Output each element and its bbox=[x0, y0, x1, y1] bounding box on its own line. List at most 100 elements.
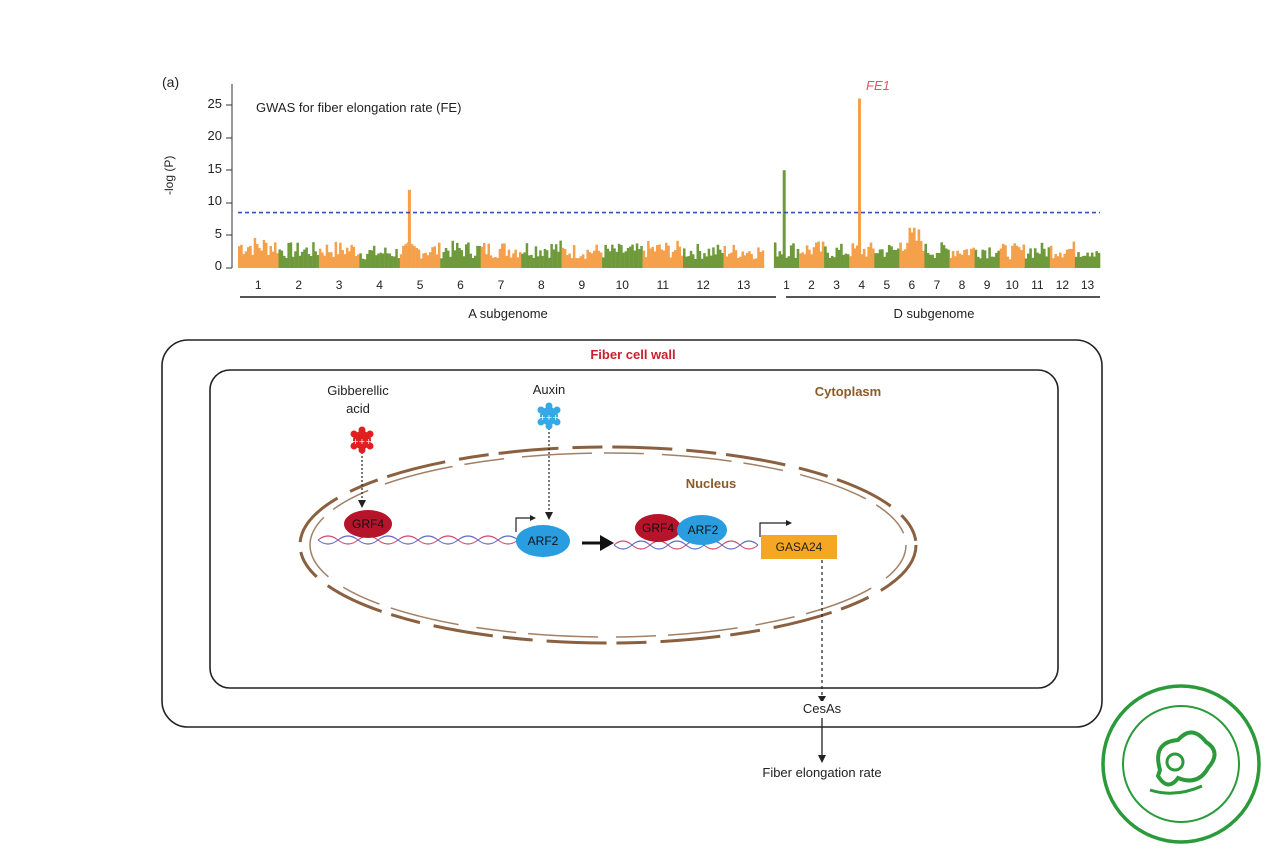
gasa24-gene-box: GASA24 bbox=[761, 535, 837, 559]
y-tick-label: 0 bbox=[214, 258, 222, 273]
manhattan-snp-bar bbox=[1031, 257, 1035, 268]
chromosome-label: 6 bbox=[457, 278, 464, 292]
manhattan-snp-bar bbox=[853, 248, 857, 268]
y-axis bbox=[226, 84, 233, 269]
manhattan-snp-bar bbox=[615, 251, 619, 268]
manhattan-snp-bar bbox=[981, 249, 984, 268]
manhattan-snp-bar bbox=[422, 253, 425, 268]
manhattan-snp-bar bbox=[253, 238, 257, 268]
manhattan-snp-bar bbox=[1036, 252, 1039, 268]
manhattan-snp-bar bbox=[1068, 248, 1071, 268]
chromosome-label: 13 bbox=[1080, 278, 1095, 292]
manhattan-snp-bar bbox=[602, 257, 605, 268]
manhattan-snp-bar bbox=[449, 256, 452, 268]
manhattan-snp-bar bbox=[238, 246, 241, 268]
manhattan-snp-bar bbox=[242, 254, 245, 268]
manhattan-snp-bar bbox=[683, 248, 686, 268]
manhattan-snp-bar bbox=[669, 257, 672, 268]
manhattan-snp-bar bbox=[395, 249, 398, 268]
manhattan-snp-bar bbox=[599, 252, 603, 268]
chromosome-label: 8 bbox=[538, 278, 545, 292]
chromosome-label: 12 bbox=[696, 278, 710, 292]
manhattan-snp-bar bbox=[510, 257, 513, 268]
manhattan-snp-bar bbox=[812, 247, 816, 268]
manhattan-snp-bar bbox=[835, 247, 839, 268]
manhattan-snp-bar bbox=[970, 248, 973, 268]
manhattan-snp-bar bbox=[1072, 241, 1076, 268]
manhattan-snp-bar bbox=[712, 247, 715, 268]
manhattan-snp-bar bbox=[381, 253, 385, 268]
y-axis-label: -log (P) bbox=[162, 155, 176, 195]
manhattan-snp-bar bbox=[341, 250, 344, 268]
manhattan-snp-bar bbox=[442, 252, 445, 268]
manhattan-snp-bar bbox=[305, 247, 308, 268]
manhattan-snp-bar bbox=[467, 242, 470, 268]
manhattan-snp-bar bbox=[773, 242, 777, 268]
manhattan-snp-bar bbox=[899, 242, 902, 268]
cytoplasm-label: Cytoplasm bbox=[814, 384, 882, 399]
manhattan-snp-bar bbox=[1084, 255, 1087, 268]
manhattan-snp-bar bbox=[935, 252, 939, 268]
manhattan-snp-bar bbox=[289, 242, 293, 268]
manhattan-snp-bar bbox=[1090, 252, 1094, 268]
manhattan-snp-bar bbox=[944, 248, 948, 268]
manhattan-snp-bar bbox=[402, 245, 405, 268]
manhattan-snp-bar bbox=[1054, 254, 1057, 268]
manhattan-snp-bar bbox=[557, 251, 560, 268]
manhattan-snp-bar bbox=[296, 242, 299, 268]
manhattan-snp-bar bbox=[801, 252, 804, 268]
manhattan-snp-bar bbox=[501, 243, 504, 268]
manhattan-snp-bar bbox=[415, 248, 419, 268]
manhattan-snp-bar bbox=[348, 251, 351, 268]
manhattan-snp-bar bbox=[1063, 253, 1067, 268]
manhattan-snp-bar bbox=[992, 256, 996, 268]
manhattan-snp-bar bbox=[867, 246, 870, 268]
manhattan-snp-bar bbox=[1038, 253, 1041, 268]
d-subgenome-label: D subgenome bbox=[893, 306, 975, 321]
manhattan-snp-bar bbox=[1095, 251, 1098, 268]
manhattan-snp-bar bbox=[999, 248, 1003, 268]
manhattan-snp-bar bbox=[622, 252, 625, 268]
y-tick-label: 20 bbox=[207, 128, 222, 143]
manhattan-snp-bar bbox=[438, 242, 441, 268]
manhattan-snp-bar bbox=[716, 244, 720, 268]
manhattan-snp-bar bbox=[792, 243, 795, 268]
lab-seal-logo bbox=[1101, 684, 1261, 844]
manhattan-snp-bar bbox=[1045, 256, 1048, 268]
manhattan-snp-bar bbox=[300, 251, 304, 268]
manhattan-snp-bar bbox=[1047, 247, 1051, 268]
manhattan-snp-bar bbox=[903, 249, 907, 268]
manhattan-snp-bar bbox=[476, 245, 479, 268]
manhattan-snp-bar bbox=[1043, 248, 1046, 268]
manhattan-snp-bar bbox=[343, 254, 347, 268]
manhattan-snp-bar bbox=[480, 246, 484, 268]
chromosome-label: 3 bbox=[335, 278, 343, 292]
manhattan-snp-bar bbox=[710, 255, 713, 268]
manhattan-snp-bar bbox=[298, 255, 302, 268]
manhattan-snp-bar bbox=[318, 248, 322, 268]
manhattan-snp-bar bbox=[846, 254, 850, 268]
manhattan-snp-bar bbox=[465, 244, 468, 268]
manhattan-snp-bar bbox=[294, 251, 297, 268]
manhattan-snp-bar bbox=[368, 249, 371, 268]
manhattan-snp-bar bbox=[433, 246, 436, 268]
manhattan-snp-bar bbox=[881, 249, 884, 268]
manhattan-snp-bar bbox=[357, 254, 360, 268]
manhattan-snp-bar bbox=[307, 254, 311, 268]
manhattan-snp-bar bbox=[512, 253, 515, 268]
manhattan-snp-bar bbox=[1008, 259, 1012, 268]
gibberellic-acid-molecule-icon: +++ bbox=[350, 426, 374, 454]
manhattan-snp-bar bbox=[828, 257, 832, 268]
manhattan-snp-bar bbox=[929, 254, 932, 268]
cytoplasm-box bbox=[209, 369, 1059, 689]
manhattan-snp-bar bbox=[844, 253, 848, 268]
manhattan-snp-bar bbox=[1015, 245, 1019, 268]
manhattan-snp-bar bbox=[954, 256, 957, 268]
manhattan-snp-bar bbox=[271, 251, 275, 268]
manhattan-snp-bar bbox=[1086, 252, 1089, 268]
manhattan-snp-bar bbox=[505, 255, 508, 268]
manhattan-snp-bar bbox=[931, 254, 934, 268]
manhattan-snp-bar bbox=[1029, 248, 1032, 268]
manhattan-snp-bar bbox=[799, 253, 802, 268]
